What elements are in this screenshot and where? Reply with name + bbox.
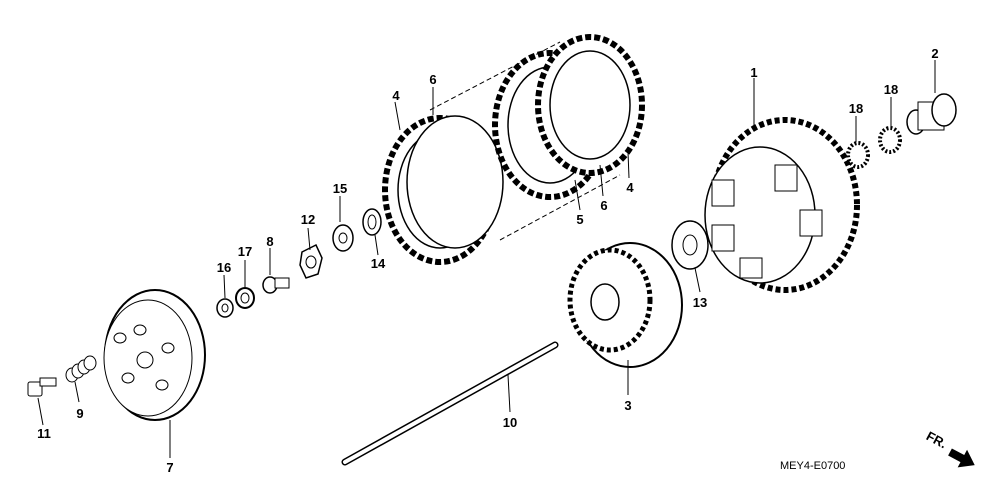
small-hardware-parts <box>216 276 290 318</box>
push-rod-part <box>341 341 559 466</box>
callout-13: 13 <box>693 295 707 310</box>
callout-5: 5 <box>576 212 583 227</box>
callout-1: 1 <box>750 65 757 80</box>
callout-18-left: 18 <box>849 101 863 116</box>
clutch-spring-part <box>65 355 97 383</box>
leader-lines <box>37 60 936 458</box>
callout-17: 17 <box>238 244 252 259</box>
callout-4-left: 4 <box>392 88 400 103</box>
pressure-plate-part <box>103 289 206 421</box>
callout-8: 8 <box>266 234 273 249</box>
callout-14: 14 <box>371 256 386 271</box>
callout-11: 11 <box>37 426 51 441</box>
diagram-code: MEY4-E0700 <box>780 460 845 472</box>
callout-2: 2 <box>931 46 938 61</box>
nut-and-washers <box>299 208 382 279</box>
rear-disc-set <box>492 34 645 200</box>
collar-part <box>906 93 957 135</box>
direction-label: FR. <box>924 428 950 451</box>
callout-6-right: 6 <box>600 198 607 213</box>
direction-arrow-icon <box>948 448 975 468</box>
callout-15: 15 <box>333 181 347 196</box>
thrust-washer-part <box>671 220 709 270</box>
callout-12: 12 <box>301 212 315 227</box>
clutch-center-part <box>567 242 683 368</box>
callout-18-right: 18 <box>884 82 898 97</box>
callout-16: 16 <box>217 260 231 275</box>
callout-4-right: 4 <box>626 180 634 195</box>
callout-9: 9 <box>76 406 83 421</box>
callout-10: 10 <box>503 415 517 430</box>
bolt-part <box>27 377 57 397</box>
callout-7: 7 <box>166 460 173 475</box>
needle-bearings <box>846 126 902 169</box>
callout-3: 3 <box>624 398 631 413</box>
front-disc-set <box>382 115 504 265</box>
callout-6-left: 6 <box>429 72 436 87</box>
clutch-outer-part <box>704 117 860 293</box>
front-direction-indicator: FR. <box>924 428 975 468</box>
